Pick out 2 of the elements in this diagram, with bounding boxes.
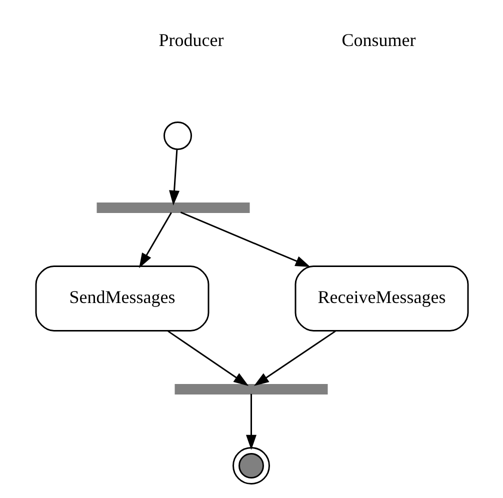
label: Consumer: [341, 30, 416, 50]
label: Producer: [158, 30, 224, 50]
